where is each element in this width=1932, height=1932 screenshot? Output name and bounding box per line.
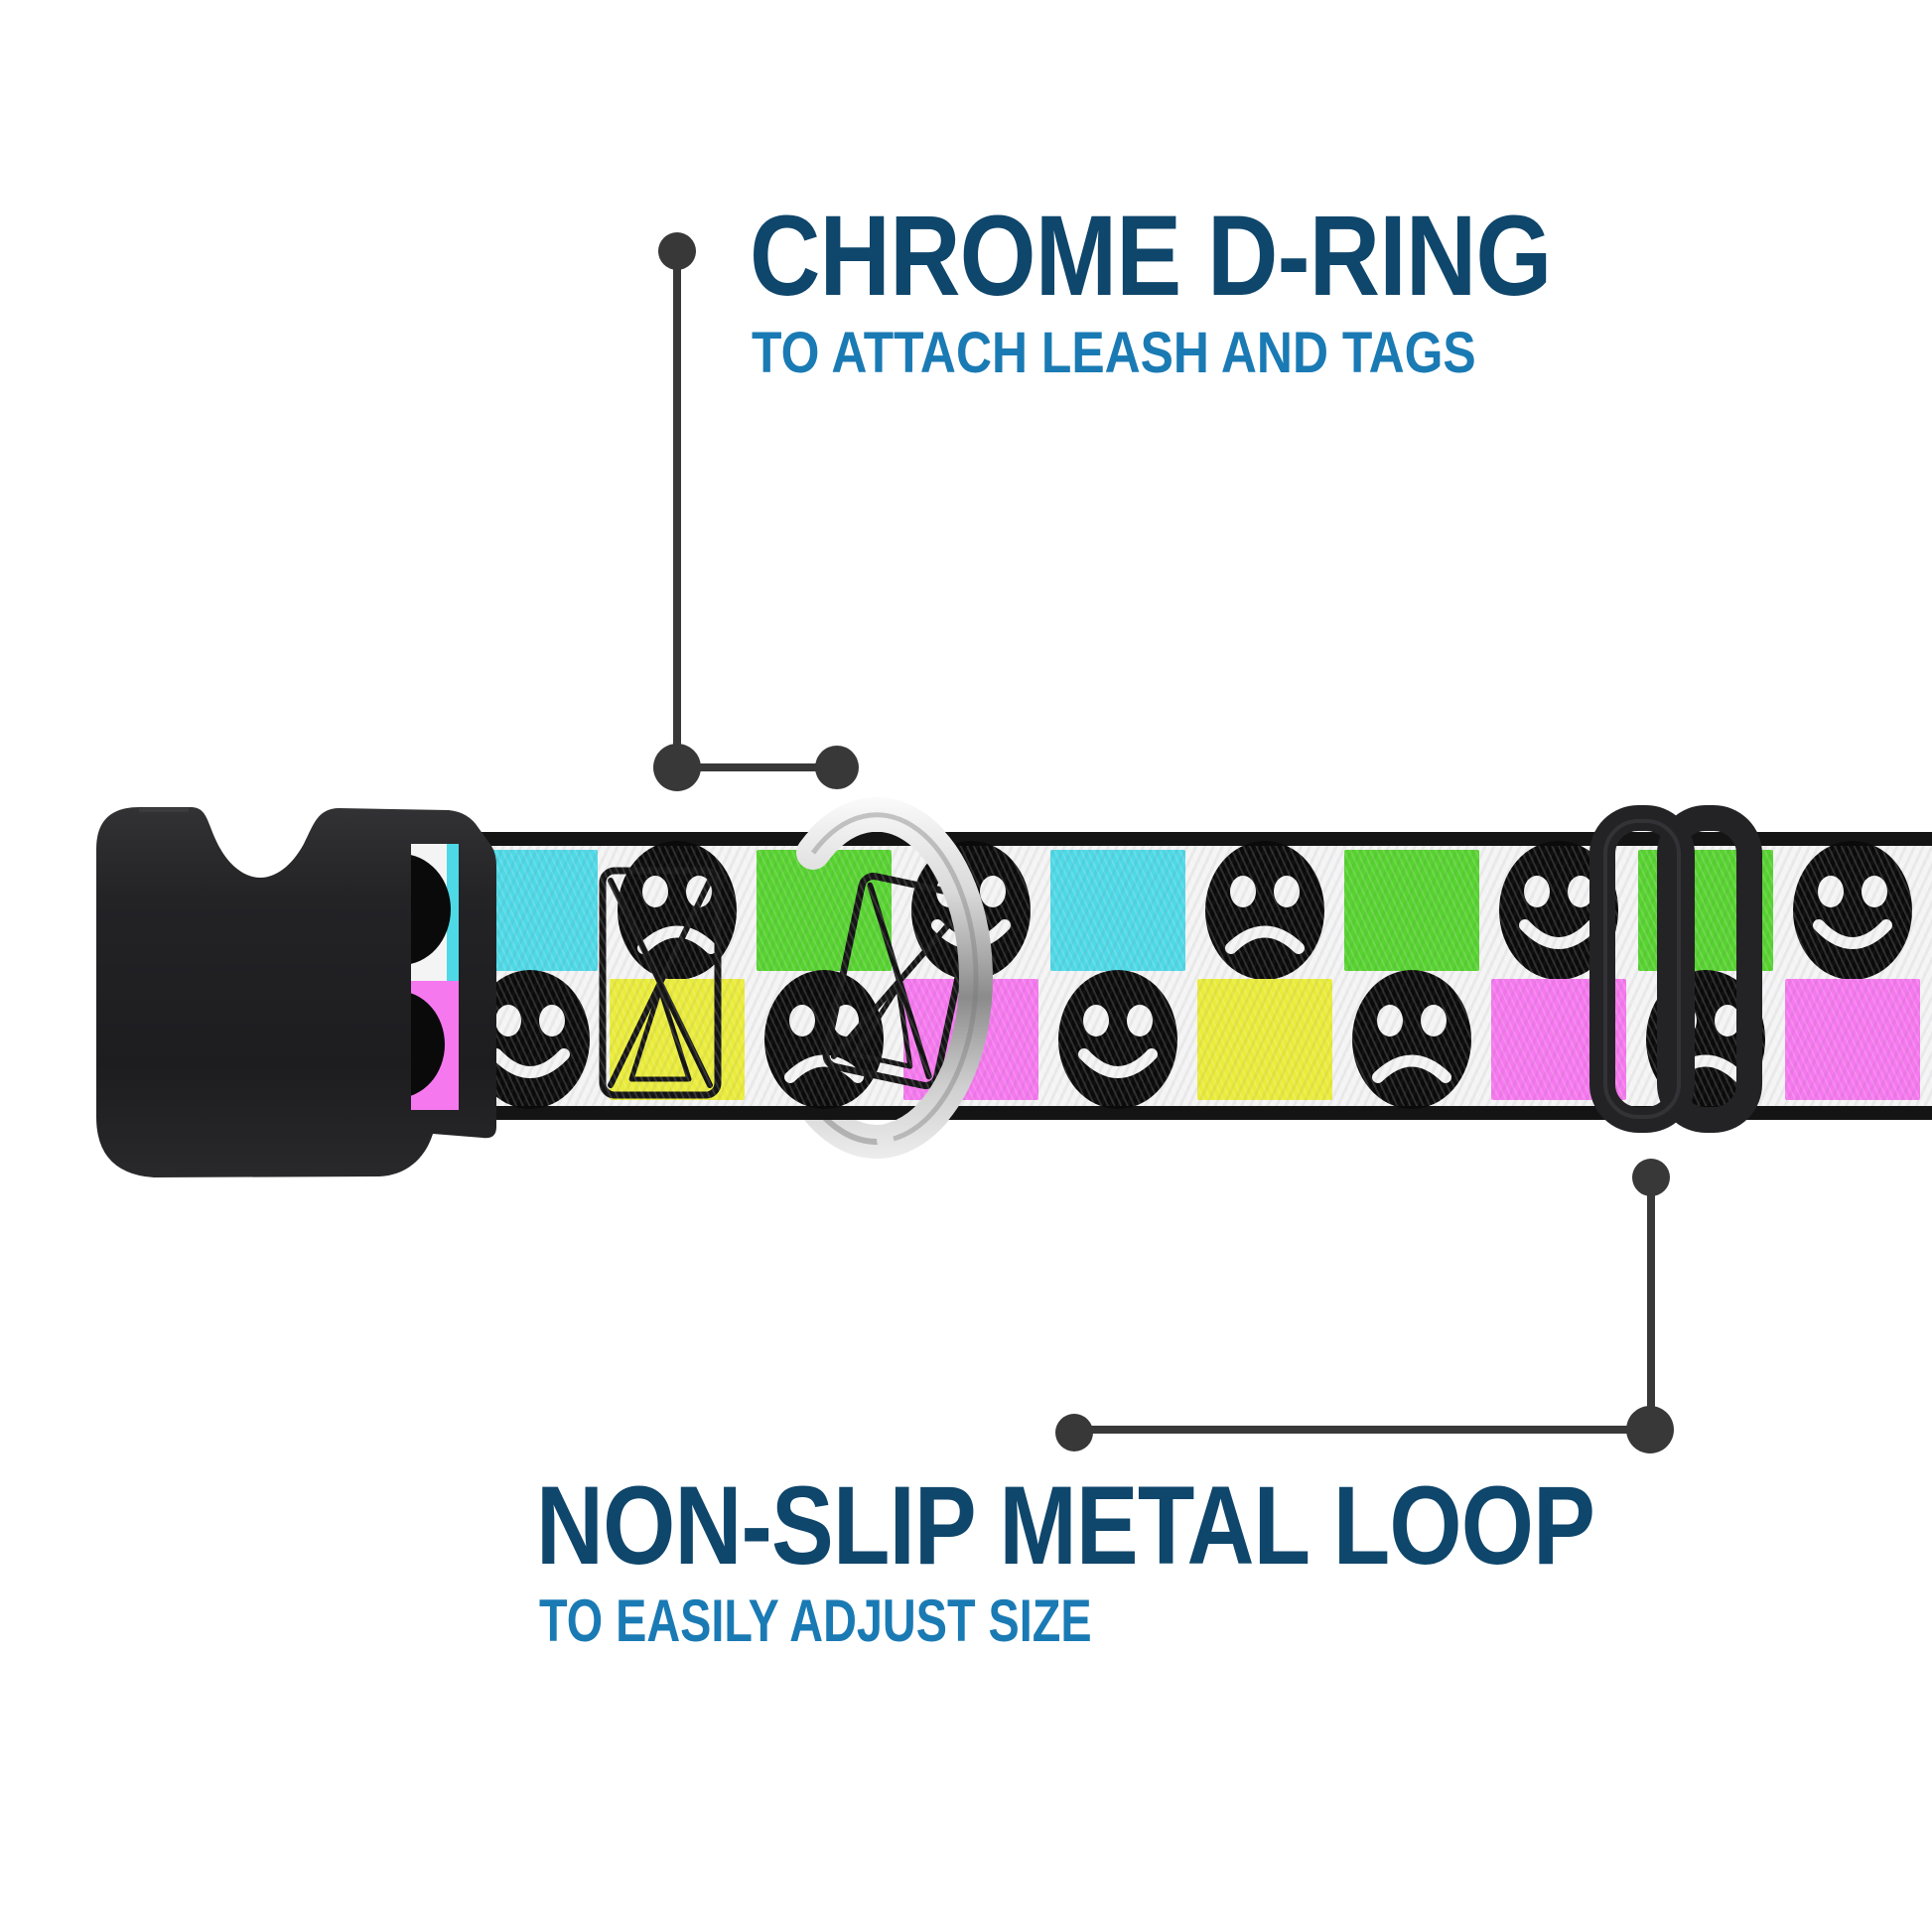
pattern-cell-pink [1779, 975, 1926, 1104]
sad-face-icon [1352, 970, 1471, 1109]
pattern-cell-smile-face [1044, 970, 1191, 1109]
pattern-cell-green [1338, 846, 1485, 975]
pattern-cell-cyan [1044, 846, 1191, 975]
dring-callout-subtitle: TO ATTACH LEASH AND TAGS [752, 321, 1476, 385]
hourglass-motif-icon [822, 873, 977, 1089]
leader-line-horizontal [677, 763, 837, 771]
hourglass-motif-icon [599, 867, 722, 1099]
smile-face-icon [1058, 970, 1177, 1109]
leader-line-vertical [1647, 1177, 1655, 1430]
triglide-slider-icon [1589, 805, 1762, 1133]
color-square-cyan [1050, 850, 1185, 971]
pattern-cell-smile-face [1485, 841, 1632, 980]
leader-dot [815, 746, 859, 789]
loop-callout-subtitle: TO EASILY ADJUST SIZE [539, 1587, 1092, 1654]
pattern-column [1044, 846, 1191, 1109]
pattern-column [1779, 841, 1926, 1104]
pattern-cell-sad-face [604, 841, 751, 980]
color-square-green [1344, 850, 1479, 971]
smile-face-icon [1499, 841, 1618, 980]
buckle-strap-slot [411, 844, 459, 1110]
smile-face-icon [1793, 841, 1912, 980]
pattern-cell-sad-face [1338, 970, 1485, 1109]
sad-face-icon [1205, 841, 1324, 980]
pattern-cell-yellow [1191, 975, 1338, 1104]
color-square-green [757, 850, 892, 971]
pattern-cell-green [751, 846, 897, 975]
leader-dot [1055, 1414, 1093, 1451]
pattern-cell-smile-face [1779, 841, 1926, 980]
chrome-dring-icon-front [796, 797, 994, 1156]
pattern-column [751, 846, 897, 1109]
leader-line-horizontal [1074, 1426, 1650, 1434]
smile-face-icon [471, 970, 590, 1109]
dring-callout-title: CHROME D-RING [750, 193, 1552, 320]
leader-line-vertical [673, 251, 681, 767]
color-square-pink [1785, 979, 1920, 1100]
pattern-column [1338, 846, 1485, 1109]
buckle-icon [96, 807, 496, 1177]
loop-callout-title: NON-SLIP METAL LOOP [536, 1463, 1595, 1587]
pattern-cell-sad-face [1191, 841, 1338, 980]
hourglass-pattern-layer [599, 867, 977, 1099]
sad-face-icon [618, 841, 737, 980]
pattern-cell-smile-face [457, 970, 604, 1109]
pattern-column [1191, 841, 1338, 1104]
color-square-yellow [1197, 979, 1332, 1100]
